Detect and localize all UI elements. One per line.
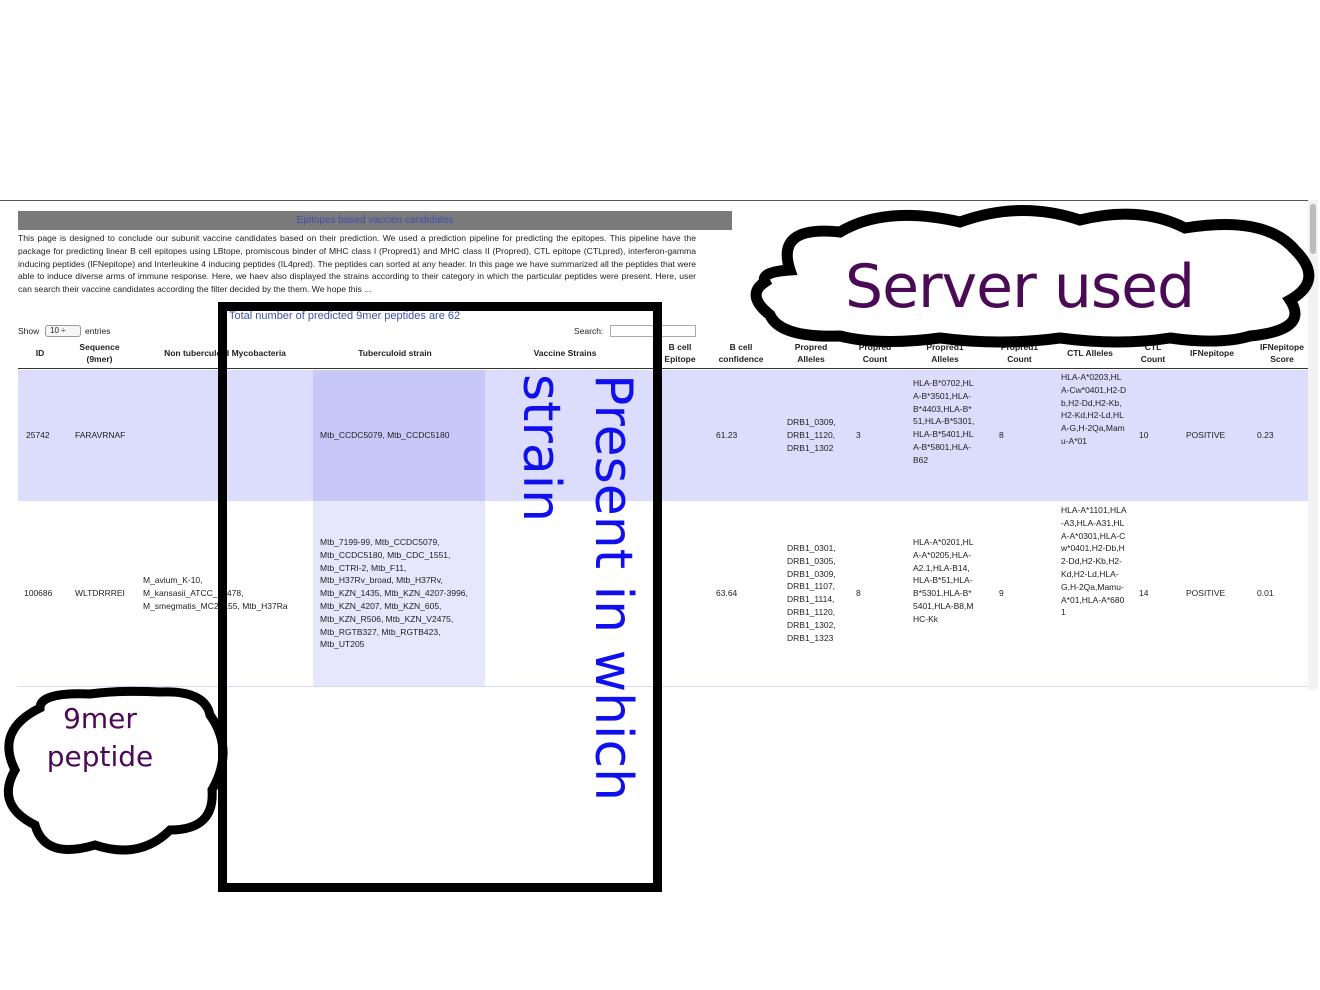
scrollbar-thumb[interactable] (1310, 204, 1316, 254)
header-tuberculoid[interactable]: Tuberculoid strain (358, 348, 432, 358)
cell-sequence: FARAVRNAF (75, 430, 126, 440)
cell-ifnepitope: POSITIVE (1186, 430, 1226, 440)
cell-propred-count: 8 (856, 588, 861, 598)
cell-propred1-count: 9 (999, 588, 1004, 598)
header-ctl-count[interactable]: CTL Count (1140, 342, 1166, 364)
annotation-box (218, 302, 662, 892)
header-sequence[interactable]: Sequence (9mer) (79, 342, 120, 364)
header-ifnepitope[interactable]: IFNepitope (1190, 348, 1234, 358)
header-bcell-confidence[interactable]: B cell confidence (718, 342, 764, 364)
header-divider (18, 368, 1308, 369)
table-border (18, 686, 1308, 687)
cell-ifnepitope: POSITIVE (1186, 588, 1226, 598)
cell-tuberculoid: Mtb_7199-99, Mtb_CCDC5079, Mtb_CCDC5180,… (320, 537, 468, 650)
search-label: Search: (574, 326, 604, 336)
cell-bcell-confidence: 63.64 (716, 588, 738, 598)
total-count: Total number of predicted 9mer peptides … (229, 310, 461, 322)
header-ifnepitope-score[interactable]: IFNepitope Score (1260, 342, 1304, 364)
cell-propred-alleles: DRB1_0301, DRB1_0305, DRB1_0309, DRB1_11… (787, 543, 836, 643)
header-propred-count[interactable]: Propred Count (858, 342, 892, 364)
cell-propred1-count: 8 (999, 430, 1004, 440)
cell-propred1-alleles: HLA-B*0702,HLA-B*3501,HLA-B*4403,HLA-B*5… (913, 378, 975, 465)
header-propred-alleles[interactable]: Propred Alleles (794, 342, 828, 364)
header-propred1-alleles[interactable]: Propred1 Alleles (926, 342, 964, 364)
annotation-line: strain (511, 374, 571, 523)
cell-id: 25742 (26, 430, 50, 440)
header-vaccine-strains[interactable]: Vaccine Strains (533, 348, 597, 358)
entries-select[interactable]: 10 ÷ (45, 325, 81, 337)
cell-tuberculoid: Mtb_CCDC5079, Mtb_CCDC5180 (320, 430, 450, 440)
annotation-9mer-peptide: 9mer peptide (40, 700, 160, 776)
cell-bcell-confidence: 61.23 (716, 430, 738, 440)
show-label: Show (18, 326, 40, 336)
cell-ctl-count: 14 (1139, 588, 1149, 598)
annotation-server-used: Server used (845, 252, 1195, 322)
annotation-line: 9mer (63, 702, 137, 735)
cell-ifnepitope-score: 0.23 (1257, 430, 1274, 440)
cell-propred-count: 3 (856, 430, 861, 440)
cell-propred1-alleles: HLA-A*0201,HLA-A*0205,HLA-A2.1,HLA-B14,H… (913, 537, 974, 624)
cell-ctl-alleles: HLA-A*1101,HLA-A3,HLA-A31,HLA-A*0301,HLA… (1061, 505, 1127, 618)
header-bcell-epitope[interactable]: B cell Epitope (664, 342, 696, 364)
cell-ifnepitope-score: 0.01 (1257, 588, 1274, 598)
sorted-column-highlight (313, 370, 485, 501)
nine-cloud-shape (3, 686, 228, 855)
server-cloud-shape (750, 205, 1315, 348)
annotation-line: peptide (46, 740, 154, 773)
cell-ctl-alleles: HLA-A*0203,HLA-Cw*0401,H2-Db,H2-Dd,H2-Kb… (1061, 372, 1127, 446)
cell-sequence: WLTDRRREI (75, 588, 125, 598)
sorted-column-highlight (313, 501, 485, 686)
header-ctl-alleles[interactable]: CTL Alleles (1067, 348, 1113, 358)
intro-text: This page is designed to conclude our su… (18, 233, 696, 295)
entries-label: entries (85, 326, 111, 336)
header-id[interactable]: ID (35, 348, 45, 358)
scrollbar[interactable] (1308, 200, 1318, 690)
table-row (18, 370, 1308, 501)
divider (0, 200, 1310, 201)
cell-id: 100686 (24, 588, 53, 598)
cell-propred-alleles: DRB1_0309, DRB1_1120, DRB1_1302 (787, 417, 836, 453)
cell-non-tuberculoid: M_avium_K-10, M_kansasii_ATCC_12478, M_s… (143, 575, 288, 611)
cell-ctl-count: 10 (1139, 430, 1149, 440)
annotation-line: Present in which (583, 374, 643, 802)
page-title: Epitopes based vaccien candidates (18, 211, 732, 230)
